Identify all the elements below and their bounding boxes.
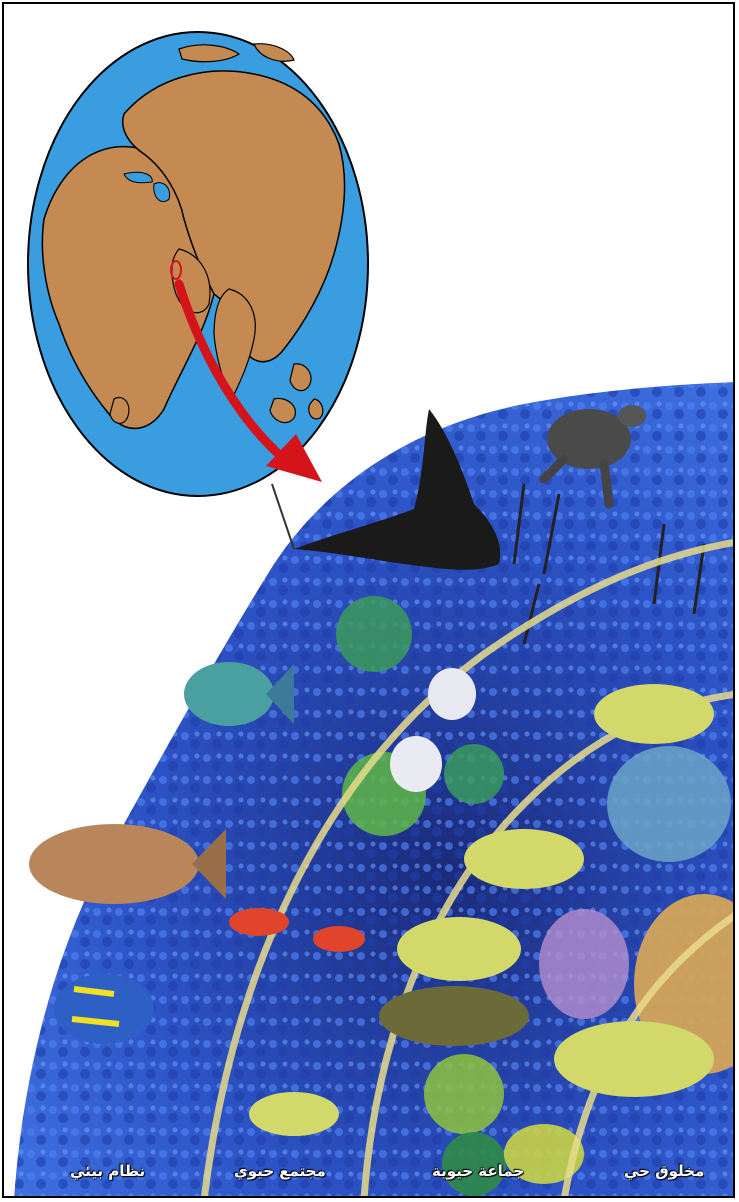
levels-of-organization-illustration — [4, 4, 735, 1198]
label-community: مجتمع حيوي — [234, 1162, 326, 1180]
label-population: جماعة حيوية — [432, 1162, 524, 1180]
fish-pufferfish — [379, 986, 529, 1046]
label-organism: مخلوق حي — [624, 1162, 704, 1180]
fish-angelfish — [54, 974, 154, 1044]
globe — [28, 32, 368, 496]
label-ecosystem: نظام بيئي — [70, 1162, 145, 1180]
